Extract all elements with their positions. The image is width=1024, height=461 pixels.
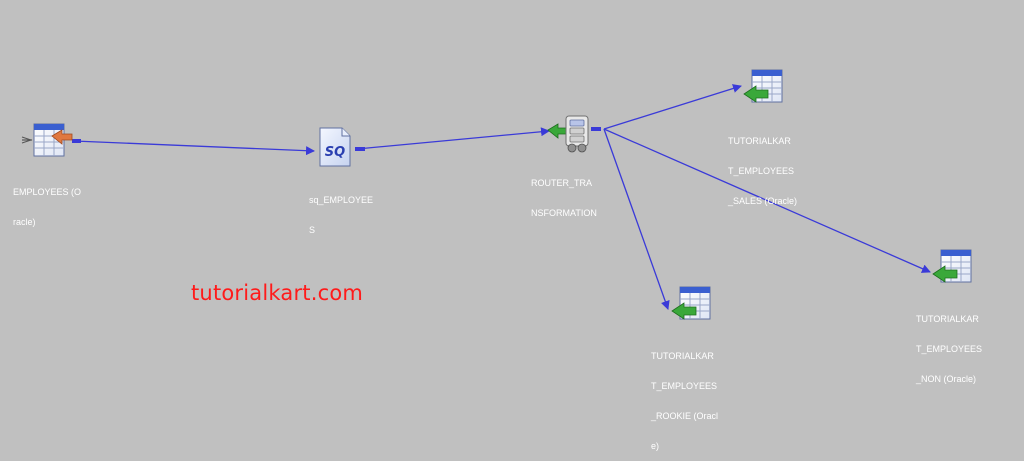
- watermark-text: tutorialkart.com: [191, 281, 364, 305]
- target-sales-label-line-1: TUTORIALKAR: [728, 136, 791, 146]
- router-label-line-2: NSFORMATION: [531, 208, 597, 218]
- target-sales-label: TUTORIALKAR T_EMPLOYEES _SALES (Oracle): [728, 116, 797, 216]
- target-non-label-line-3: _NON (Oracle): [916, 374, 977, 384]
- link-router-to-non[interactable]: [603, 128, 931, 273]
- router-icon[interactable]: [547, 115, 589, 153]
- source-label-line-1: EMPLOYEES (O: [13, 187, 82, 197]
- sq-label-line-1: sq_EMPLOYEE: [309, 195, 374, 205]
- target-rookie-label-line-1: TUTORIALKAR: [651, 351, 714, 361]
- target-non-label: TUTORIALKAR T_EMPLOYEES _NON (Oracle): [916, 294, 982, 394]
- sq-label: sq_EMPLOYEE S: [309, 175, 373, 245]
- port-marks: [72, 127, 601, 151]
- source-table-icon[interactable]: [21, 123, 73, 157]
- source-label-line-2: racle): [13, 217, 36, 227]
- sq-icon-text: SQ: [325, 145, 345, 160]
- link-router-to-rookie[interactable]: [603, 128, 670, 310]
- target-table-icon-sales[interactable]: [743, 69, 783, 103]
- sq-label-line-2: S: [309, 225, 316, 235]
- target-rookie-label-line-4: e): [651, 441, 660, 451]
- target-non-label-line-2: T_EMPLOYEES: [916, 344, 983, 354]
- router-label: ROUTER_TRA NSFORMATION: [531, 158, 597, 228]
- target-non-label-line-1: TUTORIALKAR: [916, 314, 979, 324]
- target-rookie-label-line-2: T_EMPLOYEES: [651, 381, 718, 391]
- source-label: EMPLOYEES (O racle): [13, 167, 81, 237]
- target-rookie-label-line-3: _ROOKIE (Oracl: [651, 411, 719, 421]
- link-sq-to-router[interactable]: [356, 127, 550, 150]
- target-table-icon-rookie[interactable]: [671, 286, 711, 320]
- router-label-line-1: ROUTER_TRA: [531, 178, 593, 188]
- target-table-icon-non[interactable]: [932, 249, 972, 283]
- links-layer: [73, 84, 931, 310]
- source-qualifier-icon[interactable]: SQ: [319, 127, 351, 167]
- link-router-to-sales[interactable]: [603, 84, 742, 130]
- link-source-to-sq[interactable]: [73, 140, 315, 156]
- target-rookie-label: TUTORIALKAR T_EMPLOYEES _ROOKIE (Oracl e…: [651, 331, 718, 461]
- target-sales-label-line-3: _SALES (Oracle): [728, 196, 798, 206]
- mapping-canvas: SQ: [21, 69, 972, 320]
- target-sales-label-line-2: T_EMPLOYEES: [728, 166, 795, 176]
